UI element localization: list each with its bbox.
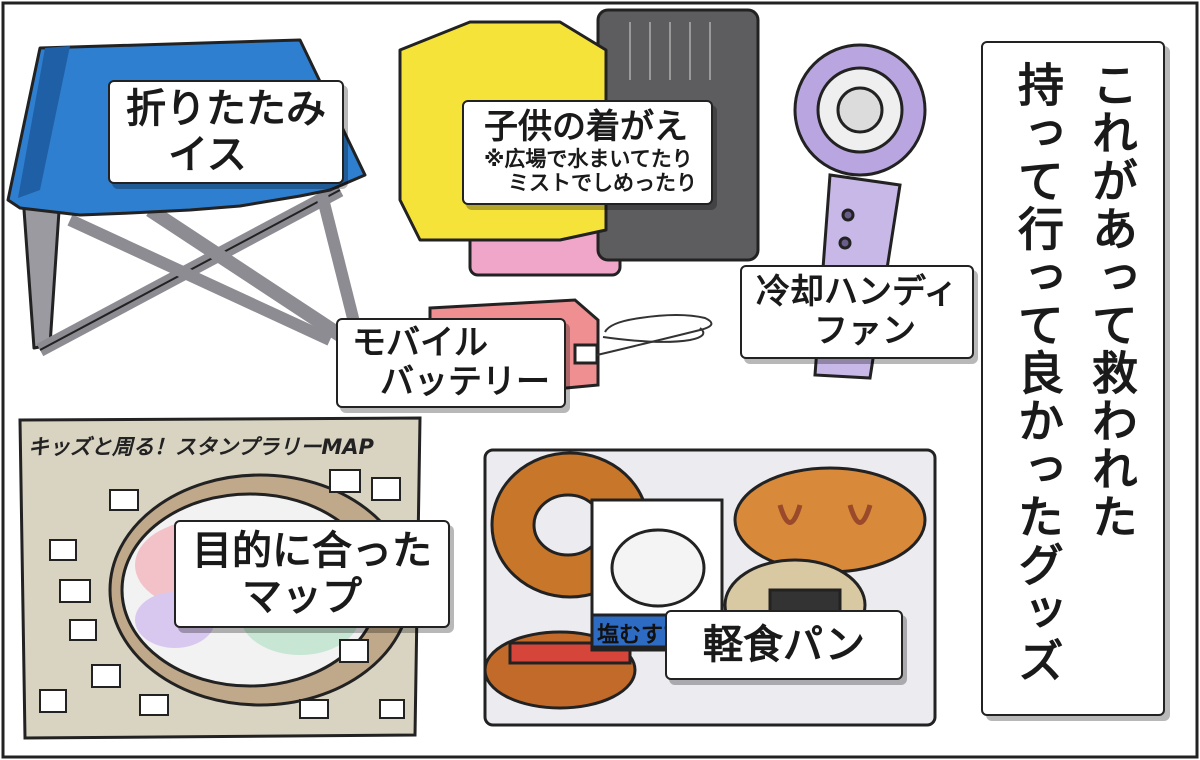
snack-bread-drawing [483,448,937,727]
label-kids-clothes-note2: ミストでしめったり [508,171,697,196]
label-kids-clothes-title: 子供の着がえ [484,107,688,147]
label-folding-chair-line2: イス [168,132,247,178]
label-purpose-map-line1: 目的に合った [192,528,432,574]
label-kids-clothes: 子供の着がえ ※広場で水まいてたり ミストでしめったり [462,100,713,206]
label-snack-bread-text: 軽食パン [703,622,865,668]
headline-box: これがあって救われた 持って行って良かったグッズ [981,41,1165,716]
label-mobile-battery-line2: バッテリー [380,362,550,403]
label-cooling-fan-line1: 冷却ハンディ [756,272,958,312]
label-cooling-fan: 冷却ハンディ ファン [740,265,974,360]
headline-line2: 持って行って良かったグッズ [1011,61,1065,685]
label-purpose-map-line2: マップ [242,574,362,620]
label-snack-bread: 軽食パン [665,610,903,680]
label-mobile-battery: モバイル バッテリー [336,318,566,409]
headline-line1: これがあって救われた [1085,61,1139,541]
label-folding-chair-line1: 折りたたみ [126,86,326,132]
label-kids-clothes-note1: ※広場で水まいてたり [484,147,693,172]
label-folding-chair: 折りたたみ イス [108,80,344,184]
label-purpose-map: 目的に合った マップ [174,520,450,628]
label-cooling-fan-line2: ファン [814,311,916,352]
label-mobile-battery-line1: モバイル [352,323,488,363]
map-header-text: キッズと周る！スタンプラリーMAP [28,435,374,459]
